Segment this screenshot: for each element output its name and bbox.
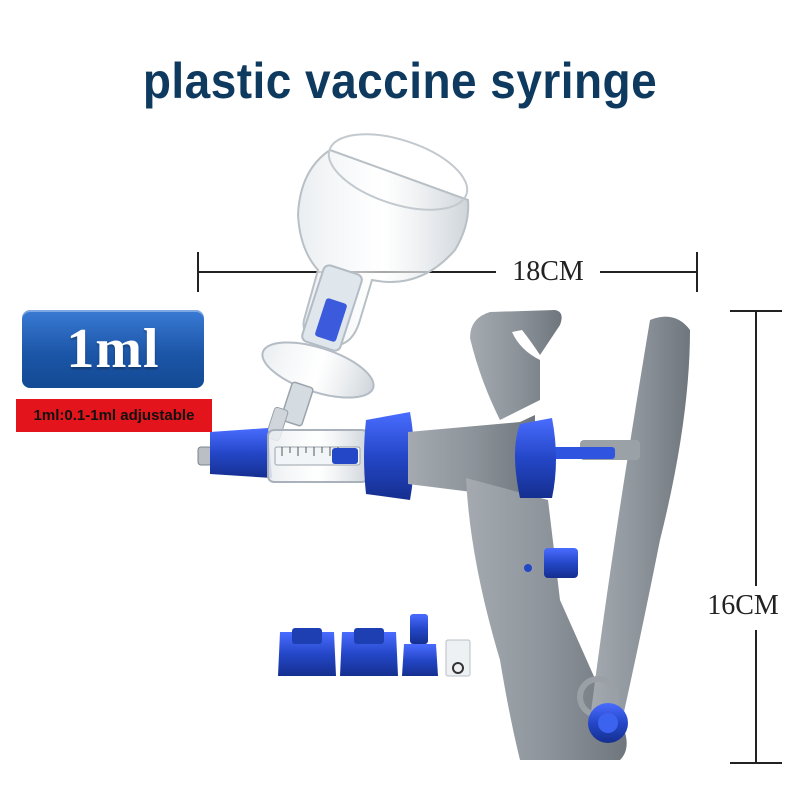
bottle-holder [261,133,470,442]
capacity-badge-text: 1ml [66,318,160,380]
height-dimension-line [730,310,782,764]
syringe-handle [408,310,690,760]
height-label: 16CM [698,590,788,622]
spare-caps [278,614,471,677]
width-label: 18CM [498,256,598,288]
syringe-barrel [197,412,414,500]
page-title: plastic vaccine syringe [142,53,658,109]
capacity-note: 1ml:0.1-1ml adjustable [16,399,212,432]
capacity-note-text: 1ml:0.1-1ml adjustable [33,407,195,424]
capacity-badge: 1ml [22,310,204,388]
